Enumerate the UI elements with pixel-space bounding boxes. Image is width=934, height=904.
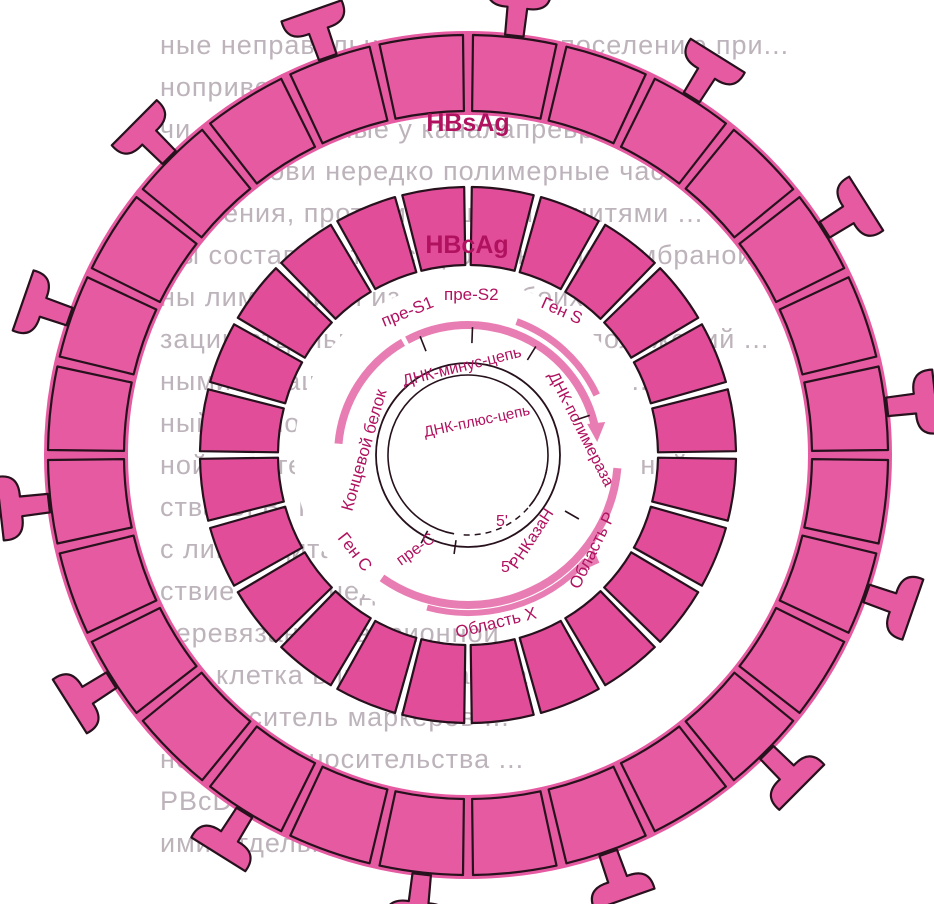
- envelope-spike: [820, 177, 883, 238]
- envelope-spike: [487, 0, 551, 37]
- envelope-segment: [48, 367, 132, 451]
- envelope-spike: [864, 577, 924, 640]
- envelope-spike: [0, 476, 50, 540]
- envelope-spike: [53, 672, 116, 733]
- envelope-spike: [592, 850, 655, 904]
- envelope-spike: [13, 270, 73, 333]
- label-five-prime-upper: 5': [496, 513, 508, 530]
- envelope-segment: [48, 459, 132, 543]
- label-hbcag: HBcAg: [425, 231, 508, 259]
- envelope-spike: [112, 100, 176, 164]
- envelope-segment: [472, 35, 556, 119]
- envelope-segment: [804, 459, 888, 543]
- envelope-segment: [472, 791, 556, 875]
- envelope-segment: [380, 35, 464, 119]
- envelope-segment: [804, 367, 888, 451]
- envelope-spike: [282, 0, 345, 60]
- envelope-spike: [886, 370, 934, 434]
- label-pre-s2: пре-S2: [444, 285, 499, 304]
- envelope-segment: [380, 791, 464, 875]
- envelope-spike: [760, 746, 824, 810]
- genome-tick: [472, 327, 473, 343]
- envelope-spike: [684, 39, 745, 102]
- envelope-spike: [191, 808, 252, 871]
- label-hbsag: HBsAg: [426, 109, 509, 137]
